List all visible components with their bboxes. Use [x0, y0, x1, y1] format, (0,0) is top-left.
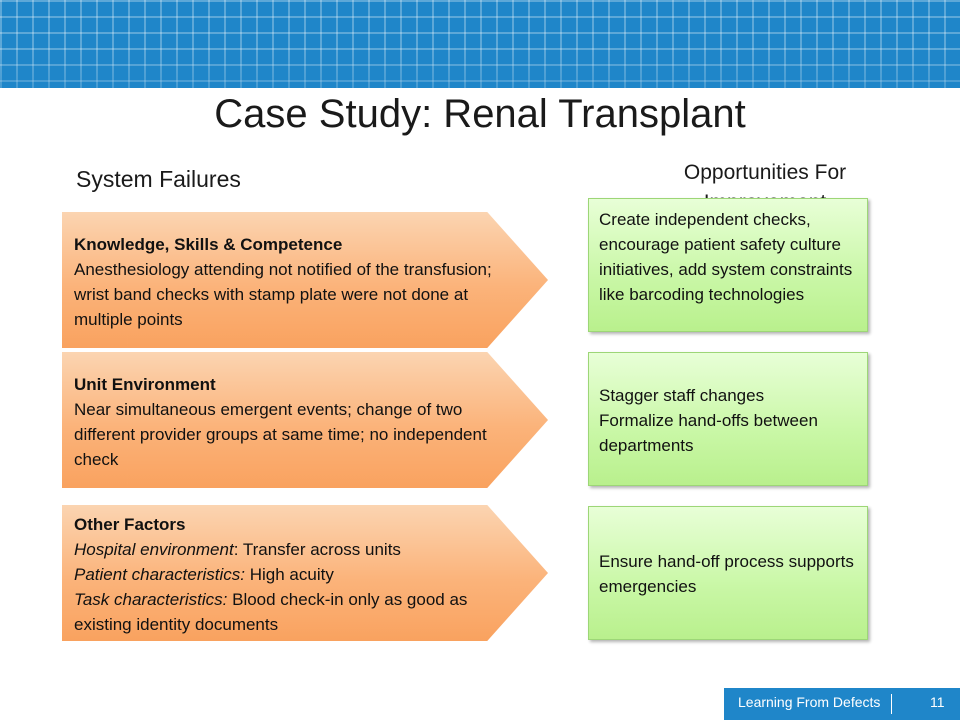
- footer-label: Learning From Defects: [738, 694, 881, 710]
- failure-heading: Other Factors: [74, 515, 186, 534]
- failure-body: Near simultaneous emergent events; chang…: [74, 400, 487, 469]
- slide-title: Case Study: Renal Transplant: [214, 92, 746, 136]
- failure-text-other-factors: Other Factors Hospital environment: Tran…: [74, 512, 504, 637]
- footer-bar: Learning From Defects 11: [724, 688, 960, 720]
- failure-body: Anesthesiology attending not notified of…: [74, 260, 492, 329]
- footer-divider: [891, 694, 892, 714]
- system-failures-heading: System Failures: [76, 166, 241, 192]
- failure-heading: Knowledge, Skills & Competence: [74, 235, 343, 254]
- failure-arrow-knowledge: [62, 212, 548, 348]
- failure-text-knowledge: Knowledge, Skills & Competence Anesthesi…: [74, 232, 504, 332]
- factor-line: Hospital environment: Transfer across un…: [74, 540, 401, 559]
- factor-label: Patient characteristics:: [74, 565, 246, 584]
- opportunity-box-2: Stagger staff changes Formalize hand-off…: [588, 352, 868, 486]
- failure-arrow-other-factors: [62, 505, 548, 641]
- factor-line: Patient characteristics: High acuity: [74, 565, 334, 584]
- factor-line: Task characteristics: Blood check-in onl…: [74, 590, 467, 634]
- page-number: 11: [930, 694, 945, 710]
- header-banner: [0, 0, 960, 88]
- factor-label: Task characteristics:: [74, 590, 228, 609]
- failure-arrow-unit-environment: [62, 352, 548, 488]
- failure-heading: Unit Environment: [74, 375, 216, 394]
- factor-text: Transfer across units: [242, 540, 401, 559]
- failure-text-unit-environment: Unit Environment Near simultaneous emerg…: [74, 372, 504, 472]
- opportunity-box-3: Ensure hand-off process supports emergen…: [588, 506, 868, 640]
- factor-text: Blood check-in only as good as existing …: [74, 590, 468, 634]
- factor-text: High acuity: [249, 565, 334, 584]
- factor-label: Hospital environment: [74, 540, 234, 559]
- opportunity-box-1: Create independent checks, encourage pat…: [588, 198, 868, 332]
